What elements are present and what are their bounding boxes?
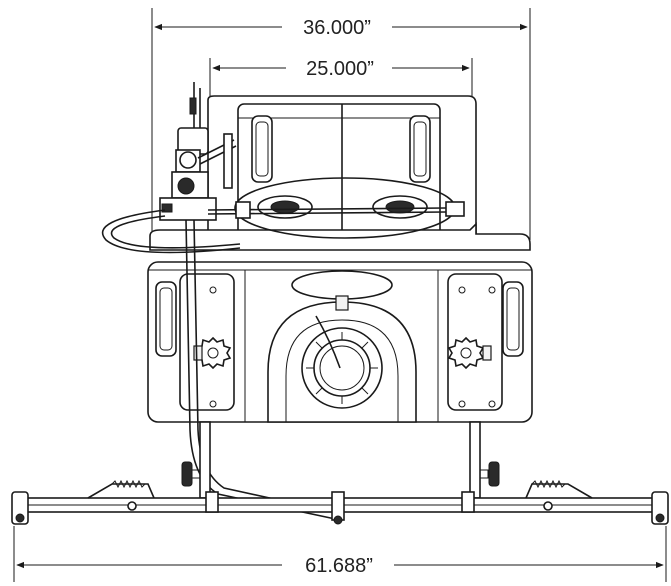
- shutoff-valve-knob-icon: [193, 336, 232, 370]
- dimension-boom-width: 61.688”: [13, 526, 667, 582]
- dimension-tank-width: 25.000”: [209, 58, 473, 100]
- lower-tank: [147, 261, 533, 423]
- spring-icon: [87, 479, 155, 511]
- spring-icon: [525, 479, 593, 511]
- boom-width-label: 61.688”: [305, 555, 373, 577]
- shutoff-valve-knob-icon: [447, 336, 492, 370]
- dimension-top-width: 36.000”: [151, 8, 531, 240]
- pump-regulator-assembly: [159, 82, 237, 221]
- spray-boom: [11, 479, 669, 525]
- upper-tank: [149, 95, 531, 251]
- nozzle-icon: [11, 491, 669, 525]
- top-width-label: 36.000”: [303, 17, 371, 39]
- tank-width-label: 25.000”: [306, 58, 374, 80]
- stand-legs: [181, 421, 500, 499]
